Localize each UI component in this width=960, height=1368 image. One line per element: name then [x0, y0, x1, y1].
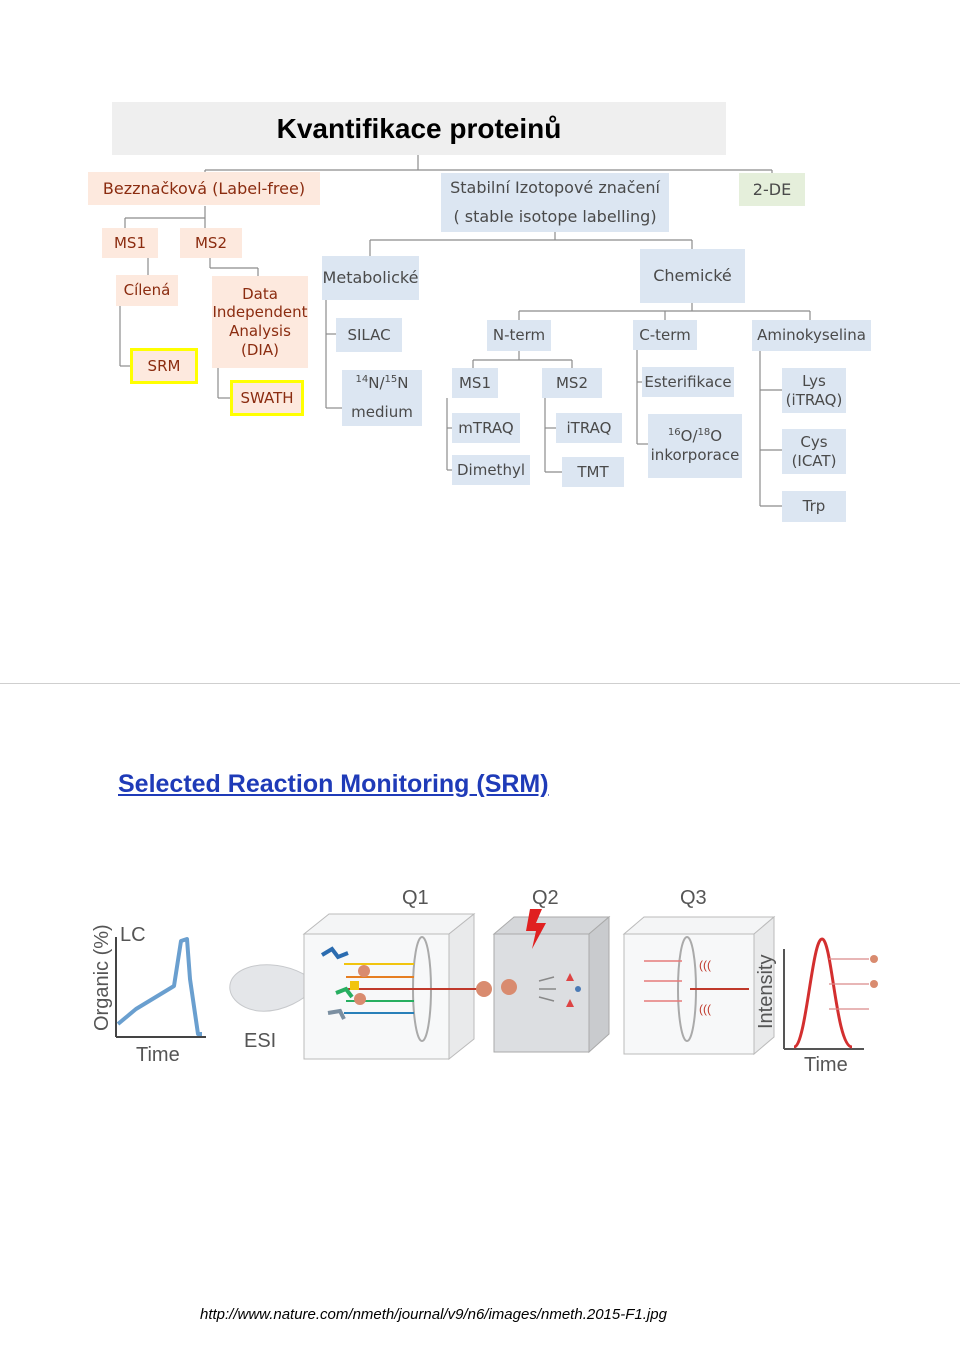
q3-quadrupole: Q3 ((( ((( [622, 889, 776, 1056]
svg-text:(((: ((( [699, 958, 711, 972]
stable-isotope-box: Stabilní Izotopové značení ( stable isot… [441, 173, 669, 232]
dia-line-4: (DIA) [241, 340, 279, 359]
lc-label: LC [120, 924, 146, 946]
cterm-box: C-term [633, 320, 697, 350]
o-end: O [710, 427, 723, 446]
q2-collision-cell: Q2 [476, 889, 611, 1054]
srm-box: SRM [130, 348, 198, 384]
o18-superscript: 18 [697, 427, 711, 439]
cys-box: Cys (ICAT) [782, 429, 846, 474]
dimethyl-box: Dimethyl [452, 455, 530, 485]
q3-label: Q3 [680, 889, 707, 909]
srm-title: Selected Reaction Monitoring (SRM) [118, 770, 549, 798]
lys-label: Lys [802, 371, 826, 390]
o16-superscript: 16 [667, 427, 681, 439]
stable-isotope-label: Stabilní Izotopové značení [450, 178, 660, 197]
nterm-ms2-box: MS2 [542, 368, 602, 398]
esi-droplet: ESI [229, 964, 320, 1052]
q1-label: Q1 [402, 889, 429, 909]
q1-quadrupole: Q1 [302, 889, 479, 1061]
incorporation-label: inkorporace [650, 446, 740, 464]
targeted-box: Cílená [116, 275, 178, 306]
lc-panel: LC Organic (%) Time [91, 924, 206, 1066]
srm-figure: LC Organic (%) Time ESI Q1 [91, 889, 878, 1076]
dia-box: Data Independent Analysis (DIA) [212, 276, 308, 368]
lys-box: Lys (iTRAQ) [782, 368, 846, 413]
intensity-axis-label: Intensity [755, 955, 777, 1029]
q2-label: Q2 [532, 889, 559, 909]
swath-box: SWATH [230, 380, 304, 416]
nitrogen-isotope-label: 14N/15N [356, 374, 409, 393]
label-free-box: Bezznačková (Label-free) [88, 172, 320, 205]
silac-box: SILAC [336, 318, 402, 352]
ms2-box: MS2 [180, 228, 242, 258]
itraq-box: iTRAQ [556, 413, 622, 443]
o-slash: O/ [680, 427, 698, 446]
medium-label: medium [351, 403, 413, 421]
esterification-box: Esterifikace [642, 367, 734, 397]
slide-srm: Selected Reaction Monitoring (SRM) LC Or… [0, 683, 960, 1368]
n15-superscript: 15 [384, 374, 398, 386]
trp-box: Trp [782, 491, 846, 522]
oxygen-isotope-label: 16O/18O [668, 427, 722, 446]
metabolic-box: Metabolické [322, 256, 419, 300]
organic-axis-label: Organic (%) [91, 924, 113, 1031]
ms1-box: MS1 [102, 228, 158, 258]
intensity-panel: Intensity Time [755, 937, 878, 1076]
time-axis-label-left: Time [136, 1044, 180, 1066]
source-url: http://www.nature.com/nmeth/journal/v9/n… [200, 1306, 667, 1323]
page-title: Kvantifikace proteinů [112, 102, 726, 155]
mtraq-box: mTRAQ [452, 413, 520, 443]
cys-reagent: (ICAT) [791, 451, 837, 470]
tmt-box: TMT [562, 457, 624, 487]
time-axis-label-right: Time [804, 1054, 848, 1076]
lys-reagent: (iTRAQ) [785, 390, 843, 409]
chemical-box: Chemické [640, 249, 745, 303]
tree-connector-lines [119, 155, 811, 507]
nterm-box: N-term [487, 320, 551, 351]
dia-line-2: Independent [212, 303, 308, 322]
n14-superscript: 14 [355, 374, 369, 386]
cys-label: Cys [800, 432, 828, 451]
slide-protein-quantification: Kvantifikace proteinů Bezznačková (Label… [0, 0, 960, 683]
nterm-ms1-box: MS1 [452, 368, 498, 398]
amino-acid-box: Aminokyselina [752, 320, 871, 351]
stable-isotope-subtitle: ( stable isotope labelling) [453, 207, 657, 226]
n-slash: N/ [368, 374, 385, 393]
nitrogen-medium-box: 14N/15N medium [342, 370, 422, 426]
n-end: N [397, 374, 409, 393]
esi-label: ESI [244, 1030, 276, 1052]
svg-text:(((: ((( [699, 1002, 711, 1016]
dia-line-3: Analysis [229, 322, 291, 340]
oxygen-incorporation-box: 16O/18O inkorporace [648, 414, 742, 478]
dia-line-1: Data [242, 284, 278, 303]
two-de-box: 2-DE [739, 173, 805, 206]
